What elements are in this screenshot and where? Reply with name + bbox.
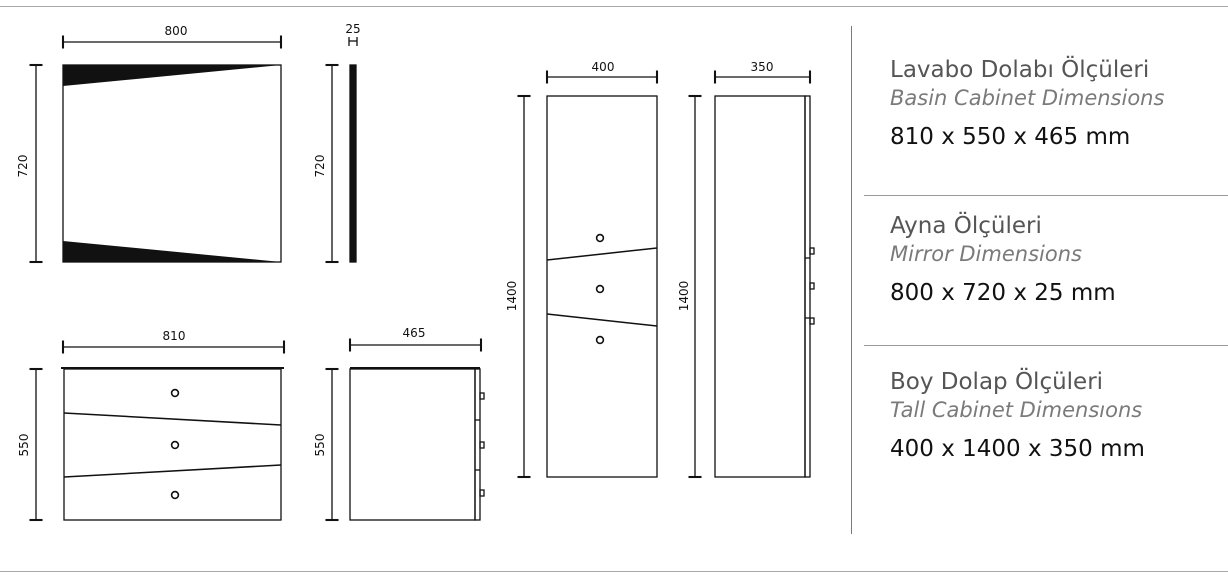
basin-depth-label: 465 — [403, 326, 426, 340]
spec-title-en: Tall Cabinet Dimensıons — [890, 398, 1143, 422]
mirror-depth-label: 25 — [345, 22, 360, 36]
basin-cabinet-body — [63, 368, 282, 521]
drawer-knob — [170, 388, 180, 398]
mirror-bottom-shade — [63, 241, 281, 262]
door-knob — [595, 233, 605, 243]
top-border-line — [0, 6, 1228, 7]
mirror-width-label: 800 — [165, 24, 188, 38]
spec-title-tr: Ayna Ölçüleri — [890, 213, 1042, 239]
mirror-front-view — [29, 35, 283, 264]
mirror-height-label: 720 — [16, 155, 30, 178]
drawer-knob — [595, 284, 605, 294]
tall-cabinet-side-view — [688, 70, 815, 479]
door-knob — [595, 335, 605, 345]
spec-title-en: Basin Cabinet Dimensions — [890, 86, 1165, 110]
tall-side-height-label: 1400 — [677, 281, 691, 312]
spec-dimensions: 810 x 550 x 465 mm — [890, 124, 1131, 150]
tall-front-panel-edge — [804, 95, 811, 478]
basin-cabinet-front-view — [29, 340, 286, 522]
drawer-knob — [170, 490, 180, 500]
mirror-side-profile — [349, 64, 357, 263]
spec-title-en: Mirror Dimensions — [890, 242, 1082, 266]
basin-cabinet-side-view — [325, 338, 485, 522]
spec-tall-cabinet: Boy Dolap Ölçüleri Tall Cabinet Dimensıo… — [890, 368, 1145, 464]
knob-profile — [809, 247, 815, 255]
basin-side-height-label: 550 — [313, 434, 327, 457]
tall-cabinet-body — [546, 95, 658, 478]
spec-dimensions: 400 x 1400 x 350 mm — [890, 436, 1145, 462]
basin-front-panel-edge — [474, 368, 481, 521]
drawer-knob-profile — [479, 441, 485, 449]
knob-profile — [809, 282, 815, 290]
tall-depth-label: 350 — [751, 60, 774, 74]
drawer-knob-profile — [479, 392, 485, 400]
vertical-divider — [851, 26, 852, 534]
basin-side-body — [349, 368, 476, 521]
mirror-top-shade — [63, 65, 281, 86]
technical-drawings: 800 720 25 720 810 550 465 550 — [16, 22, 815, 522]
spec-divider — [864, 345, 1228, 346]
knob-profile — [809, 317, 815, 325]
tall-side-body — [714, 95, 806, 478]
tall-cabinet-front-view — [517, 70, 659, 479]
mirror-frame — [62, 64, 282, 263]
spec-title-tr: Lavabo Dolabı Ölçüleri — [890, 57, 1150, 83]
bottom-border-line — [0, 571, 1228, 572]
drawer-knob-profile — [479, 489, 485, 497]
spec-divider — [864, 195, 1228, 196]
drawer-knob — [170, 440, 180, 450]
basin-width-label: 810 — [163, 329, 186, 343]
basin-height-label: 550 — [17, 434, 31, 457]
tall-height-label: 1400 — [505, 281, 519, 312]
spec-dimensions: 800 x 720 x 25 mm — [890, 280, 1116, 306]
spec-mirror: Ayna Ölçüleri Mirror Dimensions 800 x 72… — [890, 212, 1116, 308]
mirror-side-height-label: 720 — [313, 155, 327, 178]
tall-width-label: 400 — [592, 60, 615, 74]
mirror-side-view — [325, 37, 358, 264]
spec-basin-cabinet: Lavabo Dolabı Ölçüleri Basin Cabinet Dim… — [890, 56, 1164, 152]
spec-title-tr: Boy Dolap Ölçüleri — [890, 369, 1104, 395]
